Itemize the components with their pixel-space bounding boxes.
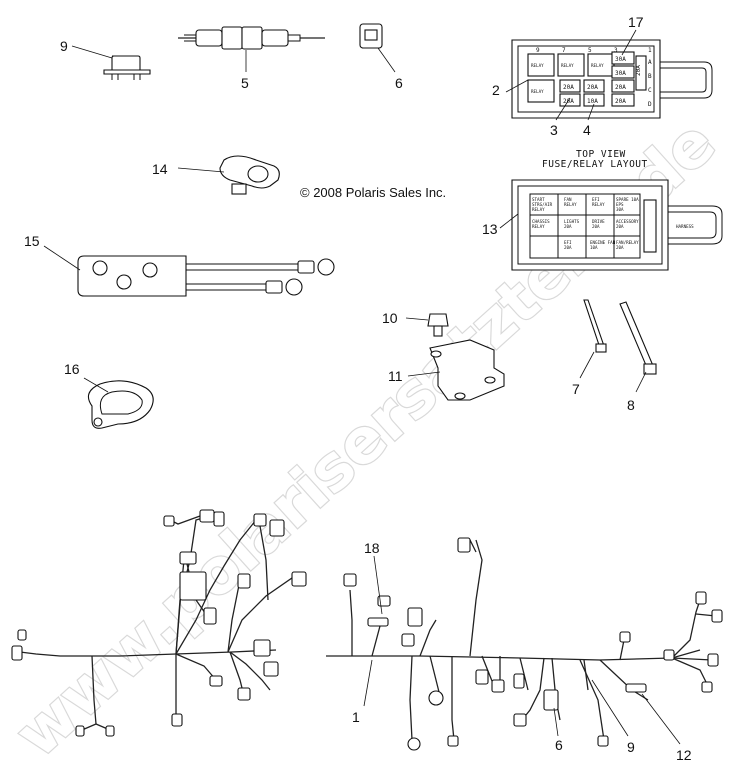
callout-5: 5 — [241, 75, 249, 91]
callouts: 9 5 6 17 2 3 4 14 13 15 10 11 7 8 16 18 … — [24, 14, 692, 763]
callout-3: 3 — [550, 122, 558, 138]
fuse-rating: 20A — [587, 84, 598, 91]
layout-side-label: HARNESS — [676, 224, 694, 229]
layout-title-line1: TOP VIEW — [576, 149, 626, 160]
col-number: 1 — [648, 47, 652, 54]
callout-1: 1 — [352, 709, 360, 725]
copyright-block: © 2008 Polaris Sales Inc. — [300, 185, 446, 200]
col-number: 5 — [588, 47, 592, 54]
callout-11: 11 — [388, 368, 403, 384]
right-wiring-harness — [326, 537, 723, 751]
row-letter: A — [648, 59, 652, 66]
callout-14: 14 — [152, 161, 168, 177]
fuse-box-column-numbers: 9 7 5 3 1 — [536, 47, 652, 54]
callout-12: 12 — [676, 747, 692, 763]
part-11-bracket — [407, 339, 505, 401]
part-10-bolt — [405, 313, 449, 337]
fuse-rating: 20A — [563, 84, 574, 91]
part-15-resistor — [43, 245, 335, 297]
fuse-rating: 10A — [587, 98, 598, 105]
callout-15: 15 — [24, 233, 40, 249]
fuse-rating: 30A — [615, 70, 626, 77]
fuse-rating: 20A — [615, 84, 626, 91]
col-number: 3 — [614, 47, 618, 54]
part-7-cable-tie — [579, 299, 607, 379]
part-16-clamp — [83, 377, 154, 429]
part-9-fuse — [71, 45, 151, 80]
layout-title-line2: FUSE/RELAY LAYOUT — [542, 159, 648, 170]
callout-16: 16 — [64, 361, 80, 377]
fuse-rating: 20A — [615, 98, 626, 105]
fuse-rating: 20A — [635, 65, 642, 76]
col-number: 9 — [536, 47, 540, 54]
callout-7: 7 — [572, 381, 580, 397]
row-letter: B — [648, 73, 652, 80]
row-letter: D — [648, 101, 652, 108]
fuse-layout-title: TOP VIEW FUSE/RELAY LAYOUT — [542, 149, 648, 170]
callout-8: 8 — [627, 397, 635, 413]
callout-9-fuse: 9 — [60, 38, 68, 54]
fuse-box-row-letters: A B C D — [648, 59, 652, 108]
part-8-cable-tie — [619, 301, 657, 393]
relay-label: RELAY — [591, 63, 604, 68]
callout-9-harness: 9 — [627, 739, 635, 755]
callout-2: 2 — [492, 82, 500, 98]
copyright-text: © 2008 Polaris Sales Inc. — [300, 185, 446, 200]
callout-17: 17 — [628, 14, 644, 30]
relay-label: RELAY — [561, 63, 574, 68]
part-14-connector — [177, 155, 280, 195]
callout-6-connector: 6 — [395, 75, 403, 91]
fuse-box-top-view: 9 7 5 3 1 A B C D RELAY RELAY RELAY RELA… — [505, 29, 713, 121]
part-5-inline-fuse-holder — [178, 26, 325, 72]
col-number: 7 — [562, 47, 566, 54]
callout-13: 13 — [482, 221, 498, 237]
callout-6-harness: 6 — [555, 737, 563, 753]
part-6-connector — [359, 23, 396, 73]
fuse-rating: 20A — [563, 98, 574, 105]
callout-18: 18 — [364, 540, 380, 556]
relay-label: RELAY — [531, 63, 544, 68]
row-letter: C — [648, 87, 652, 94]
callout-4: 4 — [583, 122, 591, 138]
fuse-rating: 30A — [615, 56, 626, 63]
left-wiring-harness — [11, 509, 307, 737]
callout-10: 10 — [382, 310, 398, 326]
relay-label: RELAY — [531, 89, 544, 94]
